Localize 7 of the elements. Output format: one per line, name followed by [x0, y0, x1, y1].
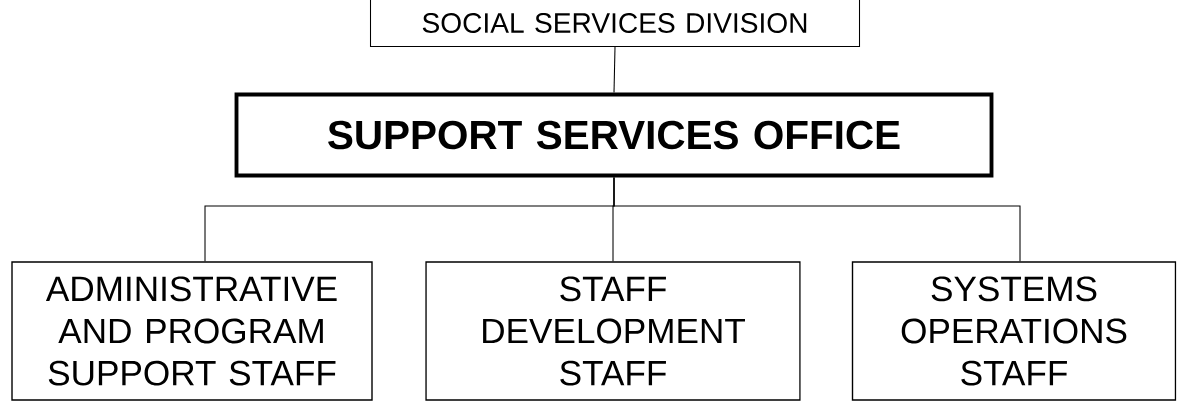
unit-box: SYSTEMS OPERATIONS STAFF [851, 261, 1177, 401]
unit-box: STAFF DEVELOPMENT STAFF [425, 261, 801, 401]
title-box: SOCIAL SERVICES DIVISION [370, 0, 861, 48]
unit-box: ADMINISTRATIVE AND PROGRAM SUPPORT STAFF [11, 261, 373, 401]
connector-line [613, 46, 616, 94]
connector-line [613, 176, 1021, 262]
title-box: SUPPORT SERVICES OFFICE [234, 92, 994, 178]
